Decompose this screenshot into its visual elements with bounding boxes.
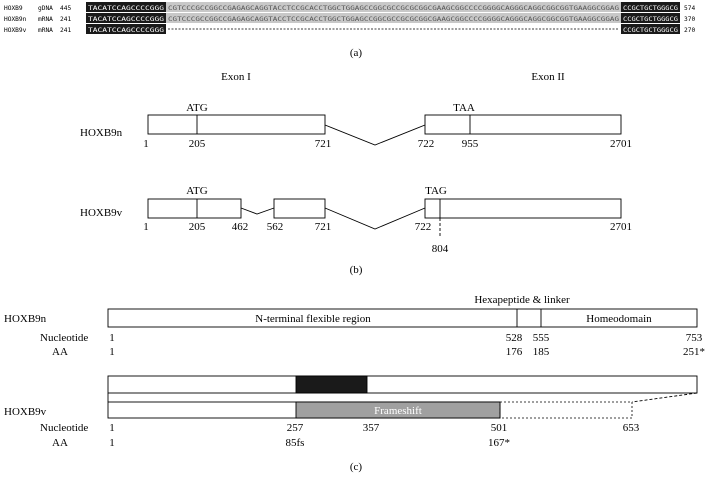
gray-block xyxy=(166,2,621,12)
panel-a-label: (a) xyxy=(350,47,363,59)
position-label: 205 xyxy=(189,138,206,150)
stop-codon-label: TAG xyxy=(425,185,447,197)
nucleotide-position: 528 xyxy=(506,332,523,344)
n-terminal-region-label: N-terminal flexible region xyxy=(255,313,371,325)
nucleotide-row-label: Nucleotide xyxy=(40,422,88,434)
position-label: 205 xyxy=(189,221,206,233)
seq-start: 445 xyxy=(60,5,71,12)
panel-c: Hexapeptide & linker HOXB9n N-terminal f… xyxy=(4,294,705,473)
seq-right: CCGCTGCTGGGCG xyxy=(623,16,678,23)
position-label: 462 xyxy=(232,221,249,233)
aa-row-label: AA xyxy=(52,437,68,449)
hoxb9v-protein-label: HOXB9v xyxy=(4,406,47,418)
position-label: 562 xyxy=(267,221,284,233)
exon-box xyxy=(424,198,622,219)
nucleotide-row-label: Nucleotide xyxy=(40,332,88,344)
position-label: 722 xyxy=(418,138,435,150)
seq-name: HOXB9n xyxy=(4,16,27,23)
hexapeptide-label: Hexapeptide & linker xyxy=(474,294,570,306)
conserved-block xyxy=(86,2,166,12)
hoxb9n-protein-label: HOXB9n xyxy=(4,313,47,325)
conserved-block xyxy=(621,13,680,23)
position-label: 1 xyxy=(143,221,149,233)
hoxb9n-label: HOXB9n xyxy=(80,127,123,139)
position-label: 722 xyxy=(415,221,432,233)
position-label: 2701 xyxy=(610,221,632,233)
seq-kind: mRNA xyxy=(38,16,53,23)
seq-end: 574 xyxy=(684,5,695,12)
position-label: 721 xyxy=(315,138,332,150)
seq-kind: gDNA xyxy=(38,5,53,12)
aa-position: 1 xyxy=(109,346,115,358)
position-label: 2701 xyxy=(610,138,632,150)
conserved-block xyxy=(621,24,680,34)
conserved-block xyxy=(86,13,166,23)
seq-left: TACATCCAGCCCCGGG xyxy=(88,27,164,34)
seq-right: CCGCTGCTGGGCG xyxy=(623,5,678,12)
protein-bar xyxy=(107,308,698,328)
stop-codon-label: TAA xyxy=(453,102,475,114)
seq-end: 370 xyxy=(684,16,695,23)
exon-box xyxy=(273,198,326,219)
nucleotide-position: 555 xyxy=(533,332,550,344)
aa-position: 167* xyxy=(488,437,510,449)
nucleotide-position: 1 xyxy=(109,422,115,434)
alignment-row: HOXB9v mRNA 241 TACATCCAGCCCCGGG CCGCTGC… xyxy=(4,24,695,34)
aa-position: 1 xyxy=(109,437,115,449)
exon-box xyxy=(424,114,622,135)
panel-b: Exon I Exon II HOXB9n ATG TAA 1 205 721 … xyxy=(80,71,632,276)
seq-end: 270 xyxy=(684,27,695,34)
seq-start: 241 xyxy=(60,27,71,34)
position-label: 721 xyxy=(315,221,332,233)
intron-line xyxy=(324,124,426,146)
seq-left: TACATCCAGCCCCGGG xyxy=(88,5,164,12)
seq-right: CCGCTGCTGGGCG xyxy=(623,27,678,34)
aa-position: 176 xyxy=(506,346,523,358)
panel-c-label: (c) xyxy=(350,461,363,473)
nucleotide-bar xyxy=(107,375,698,394)
aa-position: 251* xyxy=(683,346,705,358)
position-label: 1 xyxy=(143,138,149,150)
exon-box xyxy=(147,198,242,219)
frameshift-label: Frameshift xyxy=(374,405,422,417)
truncated-region xyxy=(499,401,633,419)
position-label: 955 xyxy=(462,138,479,150)
conserved-block xyxy=(621,2,680,12)
seq-kind: mRNA xyxy=(38,27,53,34)
conserved-block xyxy=(86,24,166,34)
gray-block xyxy=(166,13,621,23)
nucleotide-position: 653 xyxy=(623,422,640,434)
seq-gray: CGTCCCGCCGGCCGAGAGCAGGTACCTCCGCACCTGGCTG… xyxy=(168,5,619,12)
panel-a: HOXB9 gDNA 445 TACATCCAGCCCCGGG CGTCCCGC… xyxy=(4,2,695,59)
nucleotide-position: 1 xyxy=(109,332,115,344)
nucleotide-position: 257 xyxy=(287,422,304,434)
start-codon-label: ATG xyxy=(186,185,207,197)
seq-gray: CGTCCCGCCGGCCGAGAGCAGGTACCTCCGCACCTGGCTG… xyxy=(168,16,619,23)
hoxb9v-label: HOXB9v xyxy=(80,207,123,219)
start-codon-label: ATG xyxy=(186,102,207,114)
seq-name: HOXB9v xyxy=(4,27,27,34)
nucleotide-position: 753 xyxy=(686,332,703,344)
nucleotide-position: 501 xyxy=(491,422,508,434)
aa-row-label: AA xyxy=(52,346,68,358)
seq-left: TACATCCAGCCCCGGG xyxy=(88,16,164,23)
exon-1-label: Exon I xyxy=(221,71,251,83)
nucleotide-position: 357 xyxy=(363,422,380,434)
homeodomain-label: Homeodomain xyxy=(586,313,652,325)
panel-b-label: (b) xyxy=(350,264,363,276)
exon-box xyxy=(147,114,326,135)
aa-position: 85fs xyxy=(286,437,305,449)
alignment-row: HOXB9 gDNA 445 TACATCCAGCCCCGGG CGTCCCGC… xyxy=(4,2,695,12)
intron-line xyxy=(240,207,275,215)
stop-position-label: 804 xyxy=(432,243,449,255)
seq-name: HOXB9 xyxy=(4,5,23,12)
seq-start: 241 xyxy=(60,16,71,23)
exon-2-label: Exon II xyxy=(531,71,565,83)
alignment-row: HOXB9n mRNA 241 TACATCCAGCCCCGGG CGTCCCG… xyxy=(4,13,695,23)
connector-line xyxy=(631,392,698,403)
intron-line xyxy=(324,207,426,230)
aa-position: 185 xyxy=(533,346,550,358)
inserted-region-block xyxy=(295,375,368,394)
